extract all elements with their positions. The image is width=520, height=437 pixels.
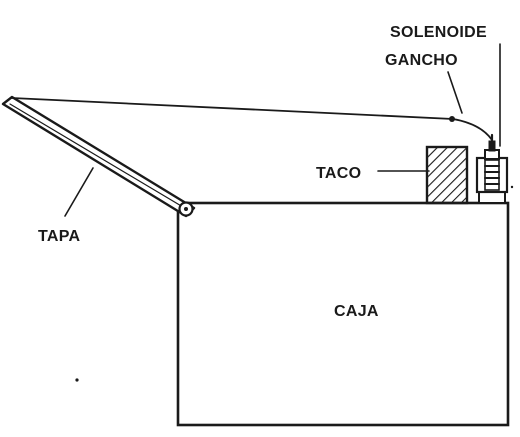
label-solenoide: SOLENOIDE — [390, 24, 487, 41]
cord — [11, 97, 493, 141]
label-caja: CAJA — [334, 303, 379, 320]
block — [425, 145, 469, 205]
label-tapa: TAPA — [38, 228, 81, 245]
label-taco: TACO — [316, 165, 361, 182]
scan-speck — [510, 185, 514, 189]
leader-gancho — [447, 71, 463, 114]
label-gancho: GANCHO — [385, 52, 458, 69]
solenoid — [475, 140, 509, 204]
box-body — [176, 201, 510, 427]
scan-speck — [75, 378, 79, 382]
lid — [1, 95, 196, 218]
leader-tapa — [64, 167, 94, 217]
cord-knot — [449, 116, 455, 122]
